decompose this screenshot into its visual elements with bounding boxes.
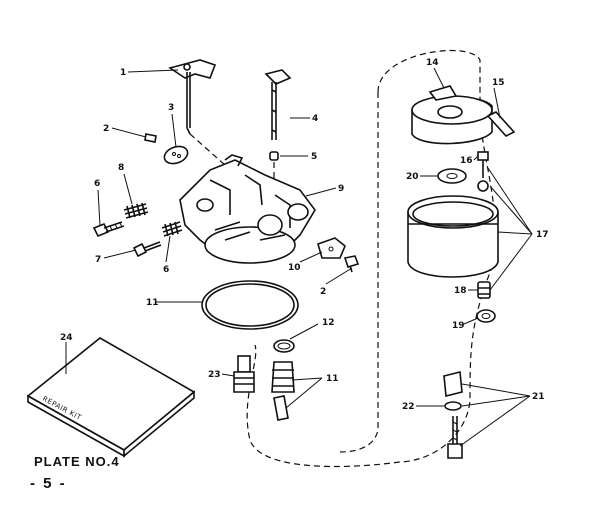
part-7-needle-screw bbox=[132, 241, 162, 258]
callout-22: 22 bbox=[402, 402, 415, 412]
callout-12: 12 bbox=[322, 318, 335, 328]
part-14-float bbox=[411, 85, 493, 145]
part-3-throttle-plate bbox=[163, 145, 189, 165]
part-11-gasket-ring bbox=[201, 280, 299, 330]
callout-11-ring: 11 bbox=[146, 298, 159, 308]
part-6-spring-lower bbox=[161, 221, 183, 237]
part-21-bowl-nut bbox=[443, 370, 463, 459]
callout-5: 5 bbox=[311, 152, 317, 162]
callout-19: 19 bbox=[452, 321, 465, 331]
callout-9: 9 bbox=[338, 184, 344, 194]
part-13-inlet-valve bbox=[271, 361, 295, 421]
part-2-screw-left bbox=[144, 133, 157, 143]
callout-10: 10 bbox=[288, 263, 301, 273]
callout-6-upper: 6 bbox=[94, 179, 100, 189]
callout-17: 17 bbox=[536, 230, 549, 240]
callout-1: 1 bbox=[120, 68, 126, 78]
part-23-main-jet bbox=[233, 355, 255, 393]
callout-16: 16 bbox=[460, 156, 473, 166]
callout-11-valve: 11 bbox=[326, 374, 339, 384]
part-19-gasket bbox=[476, 309, 496, 323]
callout-23: 23 bbox=[208, 370, 221, 380]
page-number: - 5 - bbox=[30, 475, 67, 492]
callout-14: 14 bbox=[426, 58, 439, 68]
part-17-float-bowl bbox=[407, 195, 499, 278]
callout-21: 21 bbox=[532, 392, 545, 402]
callout-2-left: 2 bbox=[103, 124, 109, 134]
part-12-o-ring bbox=[273, 339, 295, 353]
part-15-float-pin bbox=[486, 111, 516, 137]
callout-7: 7 bbox=[95, 255, 101, 265]
part-8-spring bbox=[123, 202, 149, 219]
part-9-carburetor-body bbox=[179, 154, 316, 264]
part-4-choke-shaft bbox=[264, 69, 292, 140]
callout-8: 8 bbox=[118, 163, 124, 173]
part-20-washer bbox=[437, 168, 467, 184]
plate-label: PLATE NO.4 bbox=[34, 454, 120, 469]
callout-3: 3 bbox=[168, 103, 174, 113]
leader-lines bbox=[65, 67, 533, 447]
part-5-seal bbox=[269, 151, 279, 161]
part-24-repair-kit-box bbox=[26, 337, 196, 458]
part-16-bolt bbox=[477, 151, 489, 192]
callout-18: 18 bbox=[454, 286, 467, 296]
part-6-screw-upper bbox=[92, 221, 125, 238]
callout-4: 4 bbox=[312, 114, 318, 124]
callout-6-lower: 6 bbox=[163, 265, 169, 275]
callout-2-right: 2 bbox=[320, 287, 326, 297]
callout-20: 20 bbox=[406, 172, 419, 182]
part-10-plate bbox=[317, 237, 346, 259]
callout-24: 24 bbox=[60, 333, 73, 343]
part-2-screw-right bbox=[343, 255, 360, 273]
bowl-group-dashed-outline bbox=[246, 49, 497, 468]
part-18-fitting bbox=[477, 281, 491, 299]
callout-15: 15 bbox=[492, 78, 505, 88]
part-1-throttle-shaft bbox=[168, 59, 217, 135]
